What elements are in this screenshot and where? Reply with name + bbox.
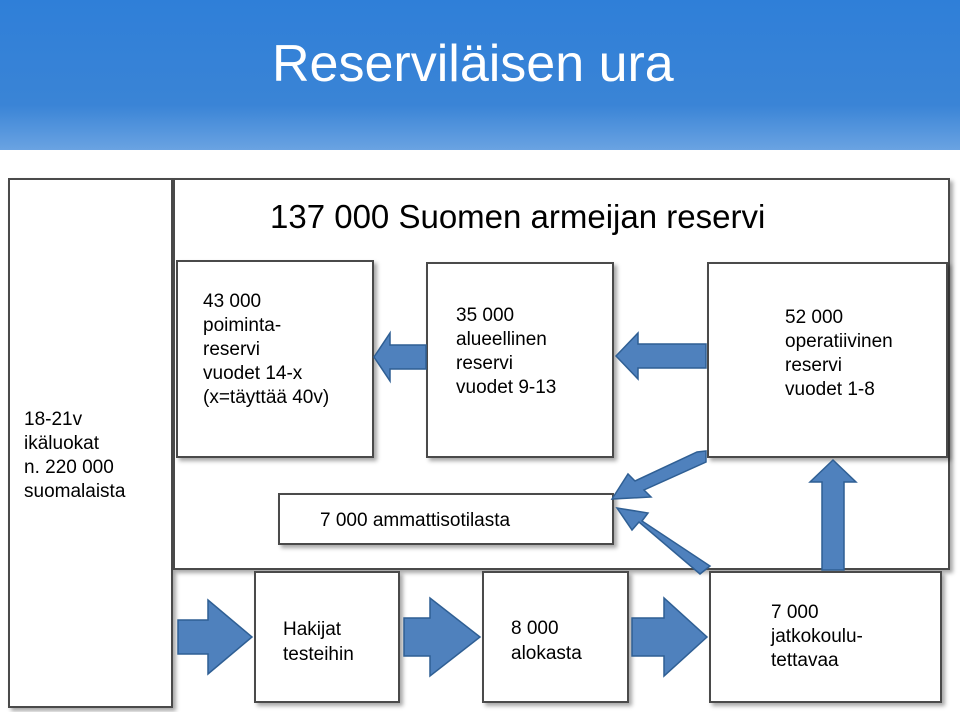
arrow-age-to-applicants <box>177 598 254 676</box>
recruits-line-2: alokasta <box>511 643 582 664</box>
arrow-recruits-to-training <box>631 596 709 678</box>
page-title: Reserviläisen ura <box>272 35 674 93</box>
applicants-line-2: testeihin <box>283 644 354 665</box>
age-line-4: suomalaista <box>24 481 126 502</box>
pick-reserve-line-1: 43 000 <box>203 291 262 312</box>
age-cohort-box: 18-21v ikäluokat n. 220 000 suomalaista <box>8 178 173 708</box>
further-training-line-2: jatkokoulu- <box>771 626 863 647</box>
applicants-line-1: Hakijat <box>283 619 342 640</box>
regional-reserve-line-4: vuodet 9-13 <box>456 377 557 398</box>
arrow-training-to-professional <box>615 506 712 575</box>
operative-reserve-line-1: 52 000 <box>785 307 844 328</box>
further-training-line-1: 7 000 <box>771 602 819 623</box>
applicants-box: Hakijat testeihin <box>254 571 400 703</box>
professional-soldiers-box: 7 000 ammattisotilasta <box>278 493 614 545</box>
age-line-1: 18-21v <box>24 409 83 430</box>
pick-reserve-line-4: vuodet 14-x <box>203 363 303 384</box>
further-training-line-3: tettavaa <box>771 650 839 671</box>
regional-reserve-box: 35 000 alueellinen reservi vuodet 9-13 <box>426 262 614 458</box>
pick-reserve-line-3: reservi <box>203 339 261 360</box>
pick-reserve-box: 43 000 poiminta- reservi vuodet 14-x (x=… <box>176 260 374 458</box>
operative-reserve-box: 52 000 operatiivinen reservi vuodet 1-8 <box>707 262 948 458</box>
regional-reserve-line-2: alueellinen <box>456 329 547 350</box>
regional-reserve-line-1: 35 000 <box>456 305 515 326</box>
age-line-2: ikäluokat <box>24 433 99 454</box>
pick-reserve-line-2: poiminta- <box>203 315 282 336</box>
further-training-box: 7 000 jatkokoulu- tettavaa <box>709 571 942 703</box>
age-line-3: n. 220 000 <box>24 457 114 478</box>
arrow-regional-to-pick <box>373 330 427 384</box>
pick-reserve-line-5: (x=täyttää 40v) <box>203 387 330 408</box>
operative-reserve-line-4: vuodet 1-8 <box>785 379 875 400</box>
reserve-title: 137 000 Suomen armeijan reservi <box>270 198 766 235</box>
arrow-operative-to-regional <box>614 331 707 381</box>
recruits-box: 8 000 alokasta <box>482 571 629 703</box>
recruits-line-1: 8 000 <box>511 618 559 639</box>
professional-soldiers-label: 7 000 ammattisotilasta <box>320 510 511 531</box>
arrow-operative-to-professional <box>610 450 707 500</box>
arrow-applicants-to-recruits <box>403 596 482 678</box>
operative-reserve-line-3: reservi <box>785 355 843 376</box>
arrow-training-to-operative <box>808 458 858 571</box>
title-banner: Reserviläisen ura <box>0 0 960 150</box>
operative-reserve-line-2: operatiivinen <box>785 331 893 352</box>
regional-reserve-line-3: reservi <box>456 353 514 374</box>
